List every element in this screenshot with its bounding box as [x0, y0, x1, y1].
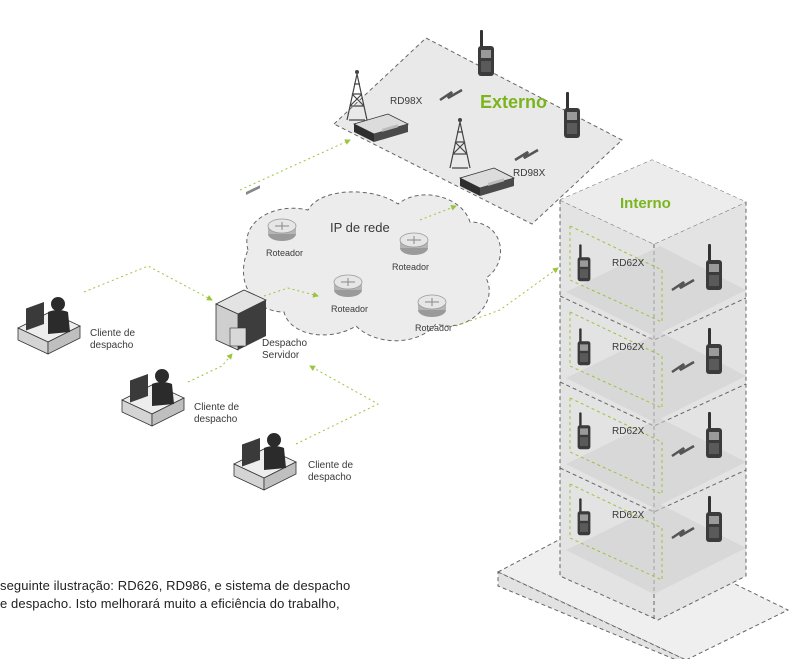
portable-radio-icon [478, 30, 494, 76]
link-network-interno [455, 267, 559, 327]
dispatch-client-icon [121, 368, 185, 427]
ip-network-label: IP de rede [330, 220, 390, 235]
rd62x-label: RD62X [612, 426, 645, 437]
signal-icon [671, 278, 695, 540]
router-icon [399, 232, 429, 256]
link-client-server [83, 265, 213, 301]
paragraph-line-1: seguinte ilustração: RD626, RD986, e sis… [0, 578, 351, 593]
router-label: Roteador [392, 262, 429, 272]
link-client-server [295, 365, 380, 445]
router-icon [333, 274, 363, 298]
router-label: Roteador [266, 248, 303, 258]
dispatch-client-icon [17, 296, 81, 355]
externo-label: Externo [480, 92, 547, 112]
signal-icon [514, 148, 539, 162]
interno-label: Interno [620, 195, 671, 212]
ip-network-cloud [243, 191, 501, 342]
portable-radio-icon [564, 92, 580, 138]
server-label: Servidor [262, 350, 300, 361]
client-label: despacho [194, 414, 238, 425]
signal-icon [439, 88, 463, 102]
client-label: Cliente de [194, 402, 239, 413]
client-label: Cliente de [90, 328, 135, 339]
dispatch-client-icon [233, 432, 297, 491]
link-client-server [187, 353, 233, 383]
externo-platform [333, 37, 623, 225]
client-label: despacho [90, 340, 134, 351]
rd62x-label: RD62X [612, 510, 645, 521]
rd98x-label: RD98X [513, 168, 546, 179]
paragraph-line-2: e despacho. Isto melhorará muito a efici… [0, 596, 340, 611]
router-label: Roteador [415, 323, 452, 333]
link-network-externo [239, 139, 351, 191]
client-label: Cliente de [308, 460, 353, 471]
link-network-externo [419, 205, 457, 221]
router-icon [267, 218, 297, 242]
network-links [83, 139, 559, 445]
server-icon [215, 185, 267, 351]
link-server-network [263, 287, 319, 298]
router-label: Roteador [331, 304, 368, 314]
interno-building [496, 159, 790, 659]
rd62x-label: RD62X [612, 258, 645, 269]
router-icon [417, 294, 447, 318]
rd62x-label: RD62X [612, 342, 645, 353]
rd98x-label: RD98X [390, 96, 423, 107]
client-label: despacho [308, 472, 352, 483]
server-label: Despacho [262, 338, 307, 349]
